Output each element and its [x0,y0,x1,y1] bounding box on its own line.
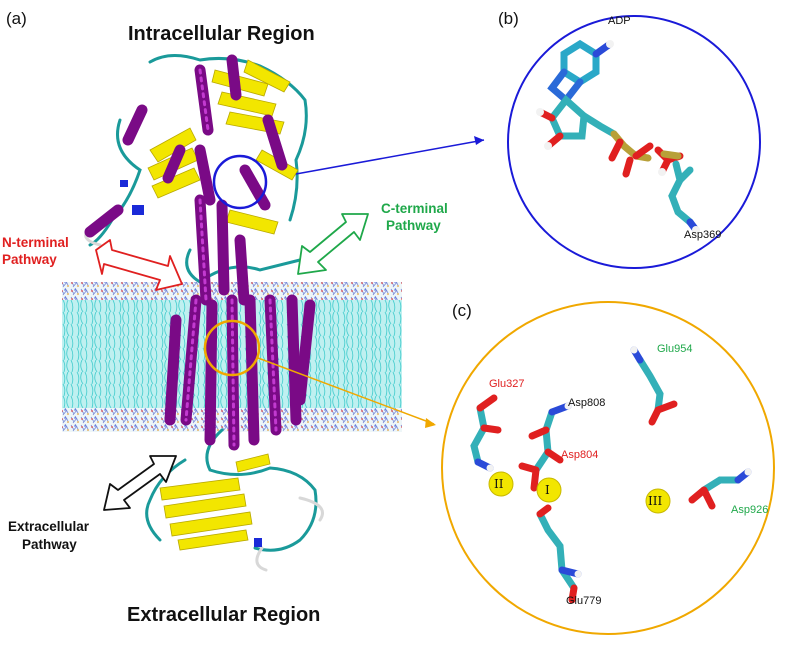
ion-site-iii [645,488,671,514]
residue-adp-label: ADP [608,15,631,27]
adp-molecule [536,39,684,178]
residue-asp369-label: Asp369 [684,229,721,241]
residue-asp808-label: Asp808 [568,397,605,409]
panel-b-label: (b) [498,9,519,28]
ion-site-i [536,477,562,503]
residue-glu954-label: Glu954 [657,343,692,355]
n-terminal-label-line1: N-terminal [2,235,69,250]
pump-protein-structure [84,54,324,572]
sodium-ions: II I III [488,471,671,514]
residue-asp926-label: Asp926 [731,504,768,516]
ion-site-highlight-circle [203,319,261,377]
residue-glu327-label: Glu327 [489,378,524,390]
ion-label-i: I [545,483,550,497]
extracellular-pathway-label-line2: Pathway [22,537,77,552]
zoom-connectors [257,136,485,428]
c-terminal-pathway-arrow [297,213,369,275]
panel-a-label: (a) [6,9,27,28]
residue-asp804-label: Asp804 [561,449,598,461]
extracellular-pathway-label-line1: Extracellular [8,519,90,534]
residue-glu779-label: Glu779 [566,595,601,607]
ion-site-ii [488,471,514,497]
panel-b-zoom-circle [507,15,761,269]
panel-b: (b) ADP Asp369 [498,9,761,269]
c-terminal-label-line2: Pathway [386,218,441,233]
n-terminal-pathway-arrow [95,239,183,291]
ion-label-ii: II [494,477,504,491]
panel-a: (a) Intracellular Region Extracellular R… [2,9,448,626]
protein-coil [88,54,318,552]
panel-c-label: (c) [452,301,472,320]
extracellular-pathway-arrow [103,455,177,511]
extracellular-region-title: Extracellular Region [127,604,320,626]
panel-c: (c) [441,301,775,635]
ion-label-iii: III [648,494,662,508]
c-terminal-label-line1: C-terminal [381,201,448,216]
panel-c-zoom-circle [441,301,775,635]
intracellular-region-title: Intracellular Region [128,23,315,45]
adp-site-highlight-circle [212,154,268,210]
n-terminal-label-line2: Pathway [2,252,57,267]
